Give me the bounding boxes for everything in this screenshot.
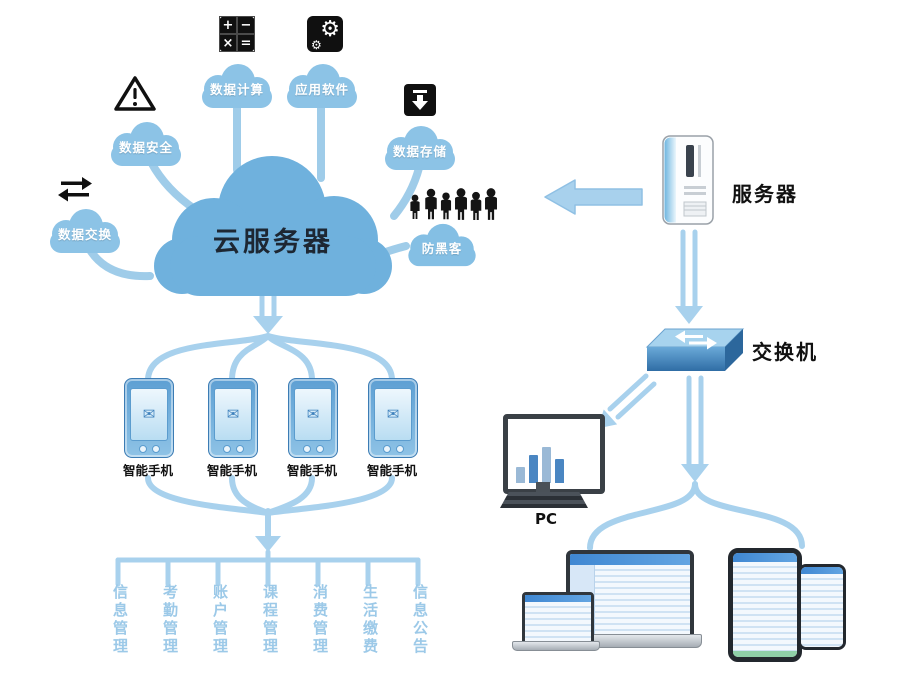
smartphone-buttons (289, 445, 337, 453)
gear-small-glyph: ⚙ (311, 38, 322, 52)
gear-big-glyph: ⚙ (320, 17, 340, 42)
cloud-label: 防黑客 (421, 240, 463, 256)
tablet-screen-header (733, 553, 797, 562)
mail-icon: ✉ (386, 405, 400, 423)
cloud-app-software: 应用软件 (277, 60, 367, 112)
pc-chart-bar (542, 447, 551, 483)
mail-icon: ✉ (226, 405, 240, 423)
fan-to-phones (145, 333, 395, 383)
calc-times: × (219, 34, 237, 52)
cloud-anti-hacker: 防黑客 (398, 220, 486, 270)
calculator-icon: + − × = (219, 16, 255, 52)
swap-arrows-icon (57, 176, 93, 202)
main-cloud: 云服务器 (152, 148, 394, 300)
gear-icon: ⚙ ⚙ (307, 16, 343, 52)
switch-branch-to-devices (587, 481, 805, 551)
calc-plus: + (219, 16, 237, 34)
module-label-attendance-mgmt: 考勤管理 (161, 584, 179, 656)
cloud-data-security: 数据安全 (101, 118, 191, 170)
smartphone-label: 智能手机 (366, 463, 417, 478)
module-label-info-mgmt: 信息管理 (111, 584, 129, 656)
cloud-data-computing: 数据计算 (192, 60, 282, 112)
smartphone-label: 智能手机 (206, 463, 257, 478)
server-to-cloud-arrow (544, 179, 643, 215)
cloud-label: 应用软件 (294, 81, 349, 97)
smartphone-buttons (209, 445, 257, 453)
smartphone-screen: ✉ (374, 388, 412, 441)
smartphone-screen: ✉ (130, 388, 168, 441)
cloud-data-storage: 数据存储 (375, 122, 465, 174)
smartphone-icon: ✉ (208, 378, 258, 458)
cloud-data-exchange: 数据交换 (40, 205, 130, 257)
module-label-consumption-mgmt: 消费管理 (311, 584, 329, 656)
warning-icon (113, 74, 157, 114)
small-laptop-base (512, 641, 600, 651)
cloud-label: 数据交换 (57, 226, 112, 242)
small-laptop-icon (522, 592, 594, 644)
small-laptop-rows (525, 602, 591, 641)
tablet-screen-rows (733, 562, 797, 651)
tablet-screen-footer (733, 651, 797, 657)
modules-bus (115, 549, 421, 587)
switch-down-arrow (681, 375, 709, 482)
smartphone-label: 智能手机 (122, 463, 173, 478)
mobile-screen-rows (801, 574, 843, 647)
pc-icon (503, 414, 605, 494)
smartphone-screen: ✉ (294, 388, 332, 441)
mobile-screen-header (801, 567, 843, 574)
module-label-account-mgmt: 账户管理 (211, 584, 229, 656)
mail-icon: ✉ (142, 405, 156, 423)
mobile-icon (798, 564, 846, 650)
switch-icon (645, 325, 745, 375)
satellite-connectors (86, 100, 423, 281)
pc-label: PC (534, 510, 557, 528)
download-icon (404, 84, 436, 116)
server-icon (660, 134, 720, 228)
module-label-life-payment: 生活缴费 (361, 584, 379, 656)
smartphone-buttons (125, 445, 173, 453)
cloud-label: 数据安全 (118, 139, 173, 155)
pc-chart-bar (529, 455, 538, 483)
smartphone-screen: ✉ (214, 388, 252, 441)
smartphone-icon: ✉ (368, 378, 418, 458)
hackers-icon (405, 174, 500, 226)
pc-keyboard (500, 492, 588, 508)
smartphone-icon: ✉ (288, 378, 338, 458)
pc-chart-bar (555, 459, 564, 483)
phones-merge-arrow (145, 475, 395, 552)
smartphone-buttons (369, 445, 417, 453)
module-label-info-notice: 信息公告 (411, 584, 429, 656)
calc-equals: = (237, 34, 255, 52)
server-label: 服务器 (732, 182, 798, 206)
cloud-shape (154, 156, 392, 296)
laptop-screen-header (570, 554, 690, 565)
smartphone-label: 智能手机 (286, 463, 337, 478)
calc-minus: − (237, 16, 255, 34)
main-cloud-label: 云服务器 (213, 227, 333, 258)
laptop-screen-rows (595, 565, 690, 640)
module-label-course-mgmt: 课程管理 (261, 584, 279, 656)
mail-icon: ✉ (306, 405, 320, 423)
small-laptop-header (525, 595, 591, 602)
pc-chart-bar (516, 467, 525, 483)
pc-stand (536, 482, 550, 493)
cloud-label: 数据计算 (209, 81, 264, 97)
tablet-icon (728, 548, 802, 662)
server-to-switch-arrow (675, 229, 703, 324)
smartphone-icon: ✉ (124, 378, 174, 458)
switch-label: 交换机 (752, 340, 818, 364)
cloud-label: 数据存储 (392, 143, 447, 159)
